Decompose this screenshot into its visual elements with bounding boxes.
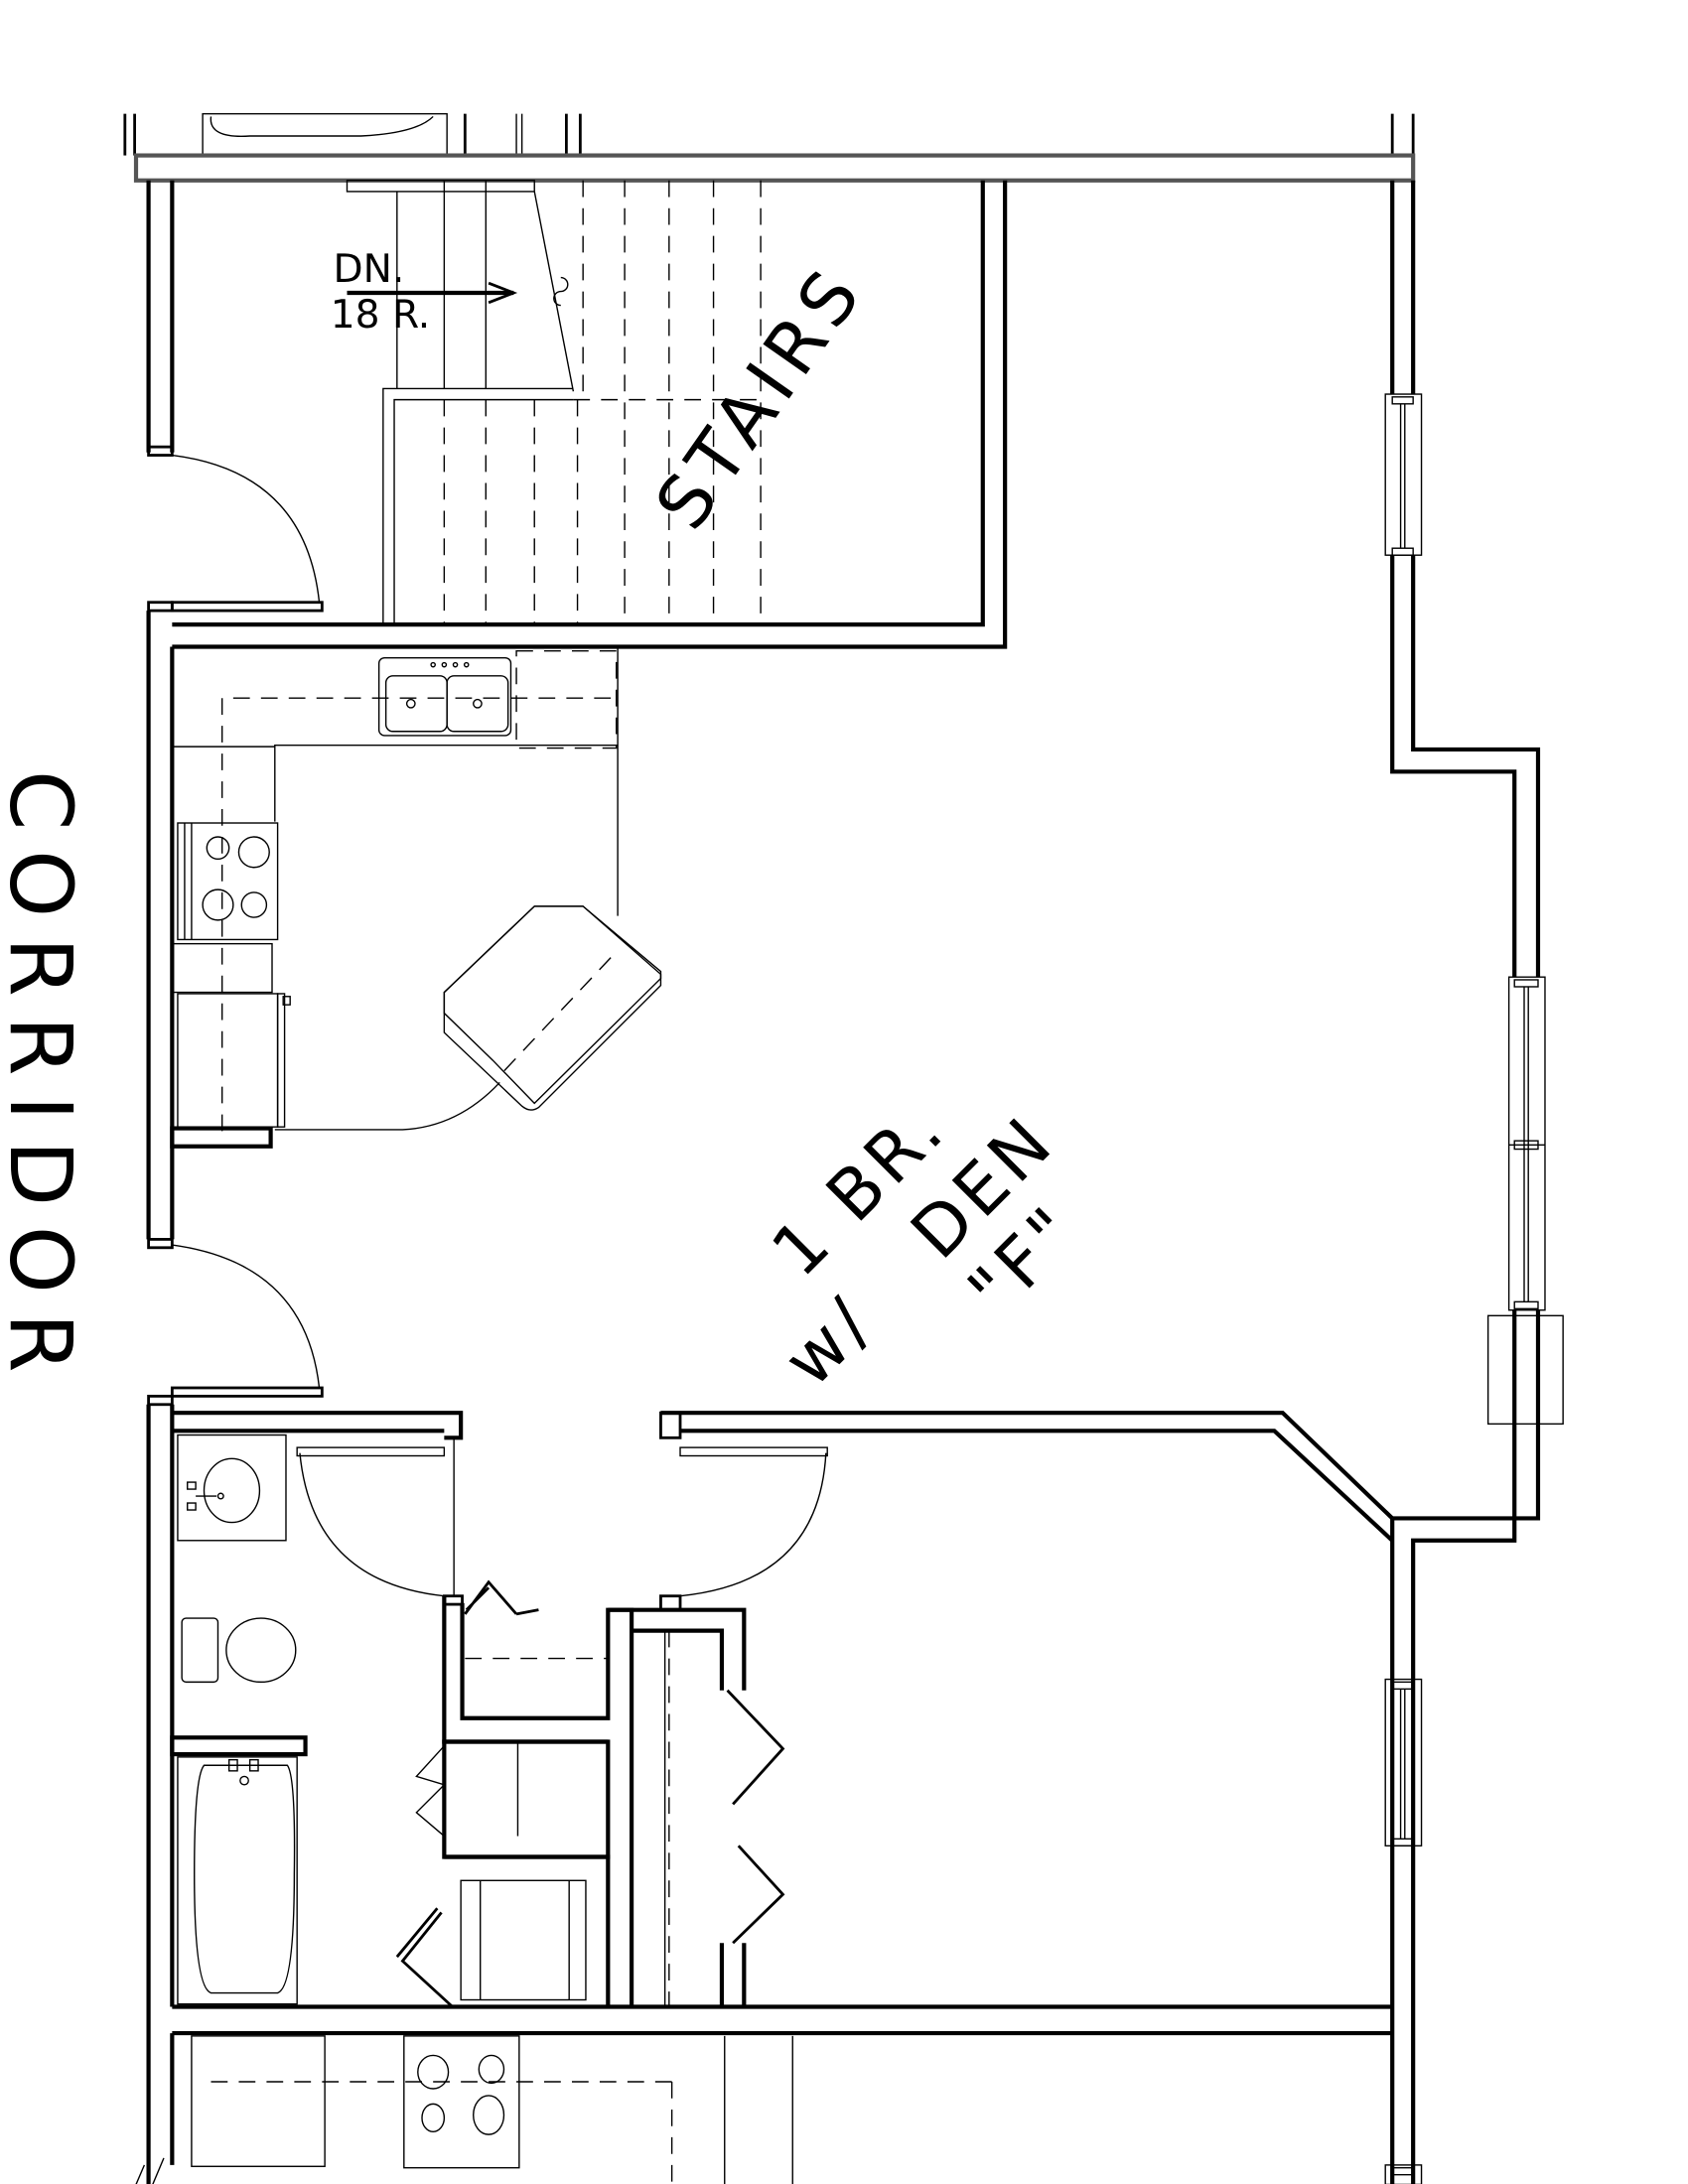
exterior-walls — [146, 180, 1541, 2184]
bathroom — [170, 1433, 455, 2005]
stairs-room: DN. 18 R. STAIRS — [172, 180, 1008, 649]
window-upper — [1384, 393, 1423, 556]
kitchen — [170, 646, 662, 1149]
wardrobe-closet-doors[interactable] — [726, 1689, 785, 1945]
top-adjacent-unit — [123, 112, 1415, 157]
next-unit-kitchen — [135, 2035, 793, 2184]
toilet — [181, 1617, 297, 1684]
bedroom-partition — [172, 1411, 1394, 1543]
stairs-direction-label: DN. — [334, 247, 405, 292]
bedroom-door[interactable] — [679, 1446, 828, 1597]
windows — [1384, 393, 1564, 2184]
stairs-down-arrow-icon — [347, 281, 518, 305]
closet-core — [395, 1446, 828, 2008]
unit-label: 1 BR. w/ DEN "F" — [757, 1087, 1095, 1402]
demising-slab — [133, 153, 1416, 183]
range — [177, 822, 279, 941]
unit-entry-door[interactable] — [170, 1244, 324, 1398]
dishwasher — [515, 649, 618, 750]
laundry-door[interactable] — [395, 1907, 454, 2008]
window-bottom-edge — [1384, 2164, 1423, 2184]
bathroom-door[interactable] — [296, 1437, 455, 1597]
unit-label-with: w/ — [769, 1281, 890, 1402]
stairs-risers-label: 18 R. — [331, 293, 430, 338]
lavatory — [177, 1433, 287, 1542]
refrigerator — [177, 993, 291, 1128]
stairs-entry-door[interactable] — [170, 454, 324, 613]
corridor-label: CORRIDOR — [0, 770, 89, 1392]
double-sink — [377, 656, 512, 737]
kitchen-island — [443, 905, 662, 1111]
bottom-party-wall — [172, 2004, 1393, 2036]
ac-sleeve — [1486, 1314, 1564, 1426]
next-unit-range — [403, 2035, 520, 2169]
window-bedroom — [1384, 1678, 1423, 1847]
window-bay-double — [1507, 976, 1546, 1311]
washer-dryer — [460, 1879, 587, 2001]
bathtub — [177, 1756, 298, 2005]
linen-closet-door[interactable] — [464, 1579, 539, 1616]
